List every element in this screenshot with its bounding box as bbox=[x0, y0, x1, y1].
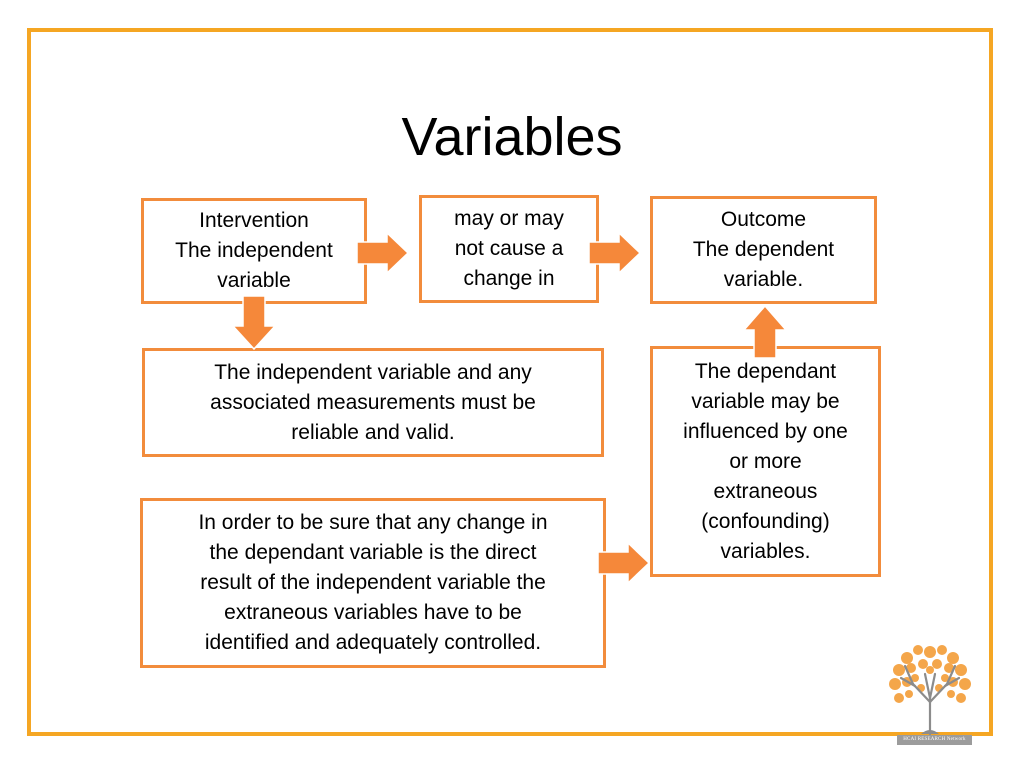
control-line-2: the dependant variable is the direct bbox=[209, 541, 537, 564]
intervention-line-2: The independent bbox=[175, 239, 333, 262]
tree-icon bbox=[889, 645, 971, 736]
slide-border bbox=[27, 28, 993, 736]
outcome-line-3: variable. bbox=[723, 268, 804, 291]
outcome-line-2: The dependent bbox=[692, 238, 835, 261]
control-line-3: result of the independent variable the bbox=[200, 571, 546, 594]
arrow-right-icon bbox=[598, 543, 650, 583]
extraneous-line-3: influenced by one bbox=[683, 419, 848, 443]
cause-line-2: not cause a bbox=[454, 237, 564, 260]
extraneous-line-7: variables. bbox=[720, 539, 811, 563]
reliability-line-1: The independent variable and any bbox=[214, 360, 532, 384]
reliability-line-3: reliable and valid. bbox=[291, 420, 455, 444]
extraneous-line-4: or more bbox=[729, 449, 802, 473]
reliability-box: The independent variable and any associa… bbox=[142, 348, 604, 457]
arrow-right-icon bbox=[357, 233, 409, 273]
reliability-line-2: associated measurements must be bbox=[210, 390, 536, 414]
intervention-line-1: Intervention bbox=[199, 209, 309, 232]
intervention-box: Intervention The independent variable bbox=[141, 198, 367, 304]
slide-title: Variables bbox=[401, 107, 623, 167]
control-line-4: extraneous variables have to be bbox=[224, 601, 522, 624]
outcome-line-1: Outcome bbox=[720, 208, 807, 231]
arrow-up-icon bbox=[743, 305, 787, 359]
intervention-line-3: variable bbox=[217, 269, 291, 292]
extraneous-line-2: variable may be bbox=[691, 389, 840, 413]
extraneous-line-5: extraneous bbox=[713, 479, 818, 503]
outcome-box: Outcome The dependent variable. bbox=[650, 196, 877, 304]
control-line-1: In order to be sure that any change in bbox=[198, 511, 548, 534]
logo-text: HCAI RESEARCH Network bbox=[897, 735, 972, 745]
arrow-down-icon bbox=[232, 296, 276, 350]
cause-line-1: may or may bbox=[454, 207, 564, 230]
extraneous-line-6: (confounding) bbox=[701, 509, 830, 533]
control-box: In order to be sure that any change in t… bbox=[140, 498, 606, 668]
cause-line-3: change in bbox=[463, 267, 555, 290]
extraneous-box: The dependant variable may be influenced… bbox=[650, 346, 881, 577]
cause-box: may or may not cause a change in bbox=[419, 195, 599, 303]
arrow-right-icon bbox=[589, 233, 641, 273]
control-line-5: identified and adequately controlled. bbox=[204, 631, 542, 654]
extraneous-line-1: The dependant bbox=[694, 359, 837, 383]
